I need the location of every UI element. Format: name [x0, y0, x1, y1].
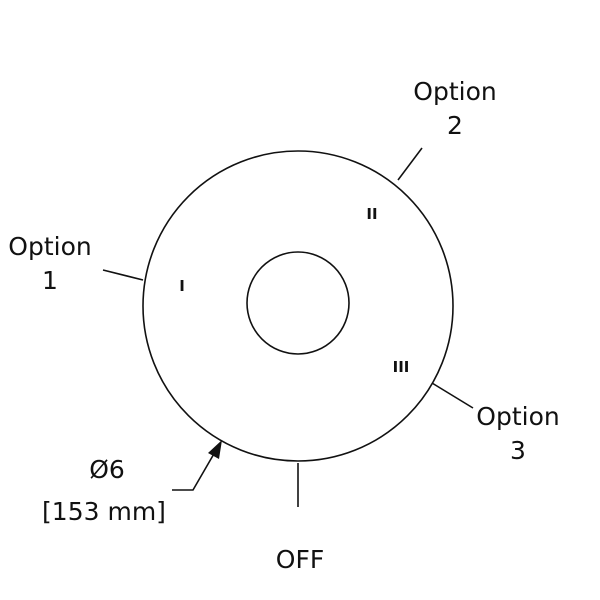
position-mark-1: I: [179, 277, 185, 295]
option-1-label-line1: Option: [8, 232, 91, 261]
option-2-leader-line: [397, 147, 423, 181]
option-2-label-line1: Option: [413, 77, 496, 106]
dimension-metric-label: [153 mm]: [42, 497, 166, 526]
dimension-arrow-icon: [208, 440, 222, 459]
position-mark-2: II: [366, 205, 377, 223]
option-1-label-line2: 1: [42, 266, 58, 295]
option-1-leader-line: [102, 269, 144, 281]
option-2-label-line2: 2: [447, 111, 463, 140]
option-3-leader-line: [431, 382, 474, 409]
dimension-leader-line: [172, 451, 216, 491]
dial-center-hole: [246, 251, 350, 355]
position-mark-3: III: [393, 358, 410, 376]
option-3-label-line2: 3: [510, 436, 526, 465]
dimension-diameter-label: Ø6: [89, 455, 125, 484]
dial-outer-circle: [142, 150, 454, 462]
option-3-label-line1: Option: [476, 402, 559, 431]
off-label: OFF: [276, 545, 324, 574]
